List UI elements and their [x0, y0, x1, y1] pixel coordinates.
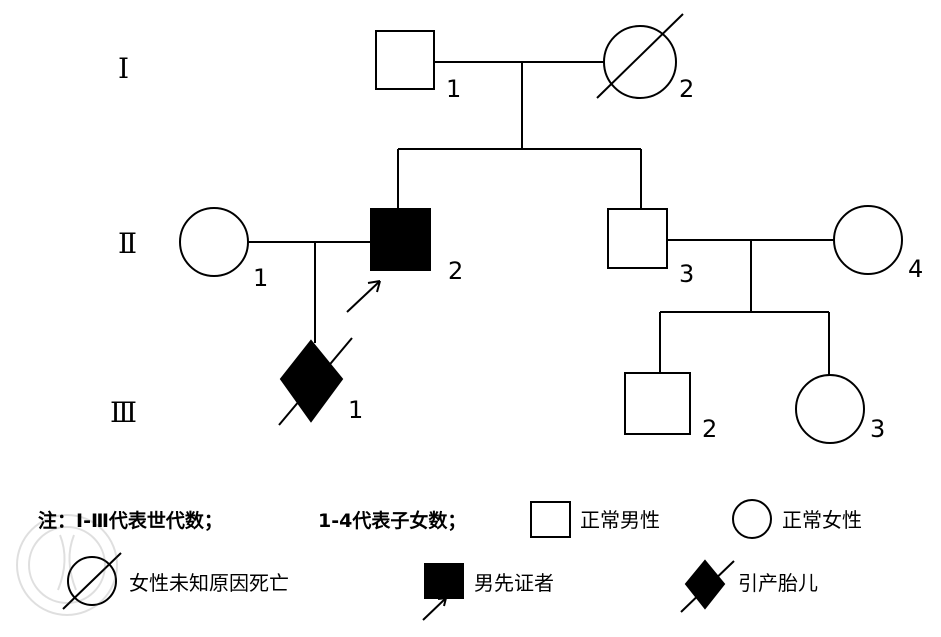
member-number-iii2: 2 — [702, 415, 717, 443]
ii4-normal-female — [833, 205, 903, 275]
watermark-seal — [16, 514, 118, 616]
legend-deceased-female-symbol — [62, 552, 122, 610]
legend-male-proband-label: 男先证者 — [474, 571, 554, 595]
member-number-i2: 2 — [679, 75, 694, 103]
legend-male-symbol — [530, 501, 571, 538]
legend-note: 注：Ⅰ-Ⅲ代表世代数； — [38, 509, 223, 532]
legend-female-symbol — [732, 499, 772, 539]
ii1-normal-female — [179, 207, 249, 277]
i2-deceased-slash — [596, 13, 684, 99]
member-number-ii2: 2 — [448, 257, 463, 285]
generation-label-ii: Ⅱ — [118, 229, 137, 260]
member-number-iii1: 1 — [348, 396, 363, 424]
iii2-normal-male — [624, 372, 691, 435]
member-number-ii4: 4 — [908, 255, 923, 283]
member-number-ii1: 1 — [253, 264, 268, 292]
legend-female-unknown-death-label: 女性未知原因死亡 — [129, 571, 289, 595]
ii2-male-proband — [370, 208, 431, 271]
member-number-i1: 1 — [446, 75, 461, 103]
generation-label-i: Ⅰ — [118, 54, 129, 85]
legend-normal-male-label: 正常男性 — [580, 508, 660, 532]
iii1-induced-fetus — [279, 339, 344, 423]
i2-deceased-female — [603, 25, 677, 99]
legend-proband-symbol — [422, 563, 464, 621]
legend-induced-fetus-symbol — [680, 559, 735, 613]
generation-label-iii: Ⅲ — [110, 398, 137, 429]
iii1-slash — [278, 337, 353, 426]
legend-children-note: 1-4代表子女数； — [318, 509, 466, 532]
member-number-iii3: 3 — [870, 415, 885, 443]
i1-normal-male — [375, 30, 435, 90]
proband-arrow-icon — [346, 280, 381, 313]
ii3-normal-male — [607, 208, 668, 269]
iii3-normal-female — [795, 374, 865, 444]
member-number-ii3: 3 — [679, 260, 694, 288]
legend-induced-fetus-label: 引产胎儿 — [738, 571, 818, 595]
legend-normal-female-label: 正常女性 — [782, 508, 862, 532]
